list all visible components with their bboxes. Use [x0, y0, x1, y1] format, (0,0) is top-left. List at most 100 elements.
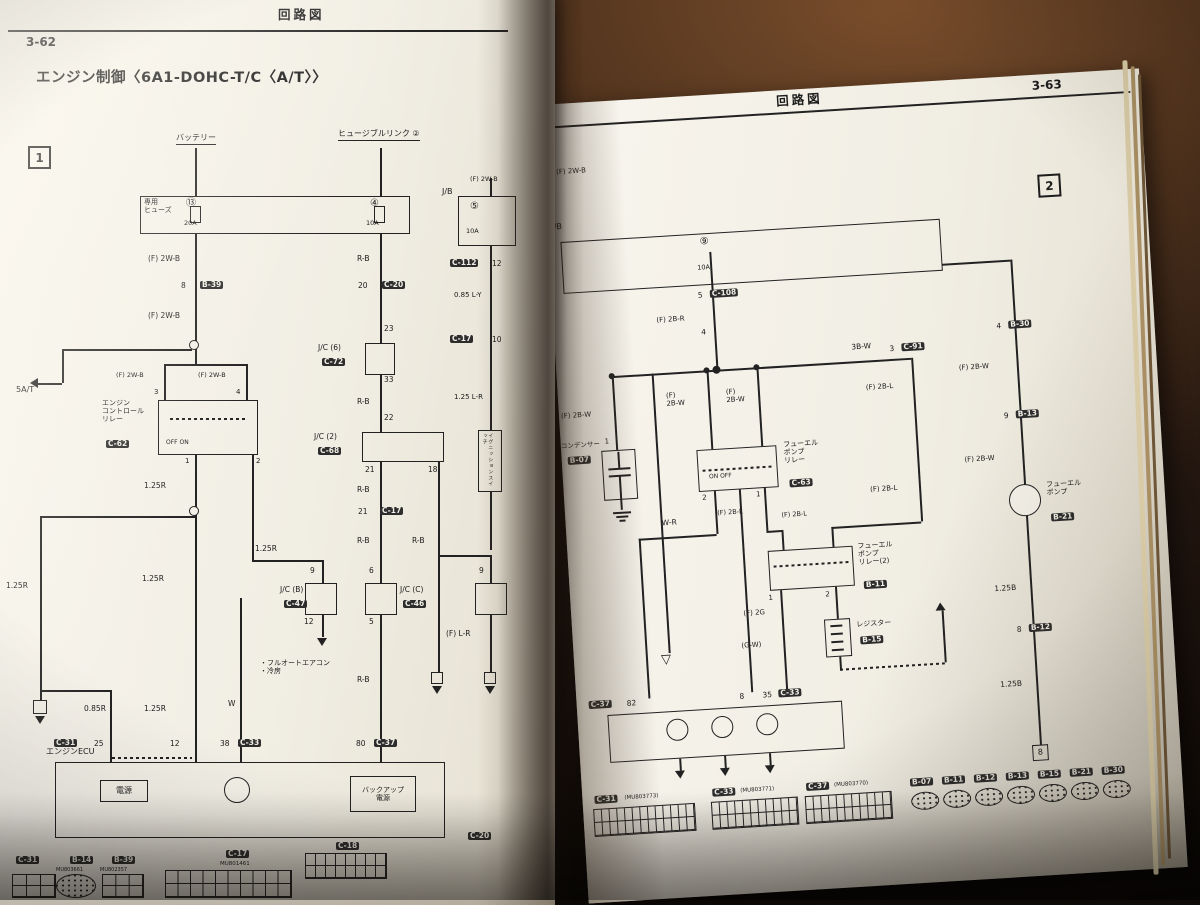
wire	[706, 370, 713, 450]
wire	[763, 487, 768, 531]
wire	[170, 418, 246, 420]
arrow-down-icon	[317, 638, 327, 646]
wire	[611, 357, 912, 378]
connector-oval	[910, 790, 940, 811]
wire-label: (F) 2B-W	[958, 362, 990, 372]
connector-tag: C-31	[594, 794, 618, 805]
wire-label: J/C (6)	[318, 343, 341, 352]
wire	[112, 757, 192, 759]
wire-label: (F) 2B-L	[781, 509, 808, 520]
connector-oval	[1102, 779, 1132, 799]
wire	[246, 364, 248, 400]
wire-label: 9	[479, 566, 484, 575]
arrow-left-icon	[30, 378, 38, 388]
right-page: 回路図 3-63 2 8J/B(F) 2W-B⑨10A5C-108(F) 2B-…	[540, 68, 1188, 904]
wire-label: (MU803773)	[624, 793, 659, 802]
ignition-switch-label: イグニッションスイッチ	[481, 433, 494, 487]
wire-label: 5	[697, 290, 703, 300]
wire	[551, 90, 1131, 129]
connector-pin-grid	[710, 796, 800, 830]
connector-tag: C-31	[54, 738, 78, 748]
connector-tag: C-108	[709, 287, 739, 299]
wire-label: 10	[492, 335, 502, 344]
wire-label: 2	[825, 590, 831, 599]
connector-tag: B-12	[1028, 622, 1053, 633]
arrow-down-icon	[764, 764, 776, 774]
wire-label: (F) 2W-B	[148, 311, 181, 320]
wire	[490, 178, 492, 196]
connector-tag: C-33	[712, 786, 736, 798]
wire	[195, 455, 197, 762]
connector-tag: B-12	[973, 772, 998, 784]
fusible-link-label: ヒュージブルリンク ②	[338, 129, 420, 141]
wire-label: (F) 2B-W	[964, 453, 995, 464]
wire	[724, 755, 727, 768]
transistor	[224, 777, 250, 803]
wire-label: 1.25 L-R	[454, 393, 483, 401]
wire	[756, 367, 763, 447]
wire	[490, 615, 492, 672]
wire-label: 22	[384, 413, 394, 422]
wire	[164, 364, 166, 400]
wire-label: 80	[356, 739, 366, 748]
page-number-left: 3-62	[26, 35, 57, 49]
wire	[769, 753, 772, 766]
connector-tag: C-47	[284, 599, 308, 609]
connector-oval	[974, 787, 1004, 807]
wire-label: 1	[604, 437, 610, 446]
wire-label: J/C (2)	[314, 432, 337, 441]
wire-label: 10A	[466, 227, 479, 235]
ground-terminal	[33, 700, 47, 714]
wire-label: 4	[236, 388, 241, 396]
junction-node	[753, 364, 760, 371]
arrow-down-icon	[485, 686, 495, 694]
fuel-pump-relay-label: フューエル ポンプ リレー	[782, 438, 819, 465]
connector-tag: C-31	[16, 855, 40, 865]
wire	[1010, 259, 1026, 487]
connector-tag: B-39	[200, 280, 224, 290]
wire	[438, 555, 490, 557]
wire	[110, 690, 112, 762]
wire-label: 2	[256, 457, 261, 465]
resistor-label: レジスター	[856, 618, 892, 629]
wire	[40, 516, 42, 692]
wire-label: 3	[154, 388, 159, 396]
wire	[616, 515, 629, 518]
connector-oval	[56, 874, 96, 898]
ground-symbol: ▽	[660, 652, 672, 668]
condenser-box	[601, 448, 639, 501]
wire-label: 2	[702, 493, 707, 502]
connector-tag: C-20	[468, 831, 492, 841]
aircon-note: ・フルオートエアコン ・冷房	[260, 659, 330, 675]
connector-tag: C-72	[322, 357, 346, 367]
wire	[252, 560, 322, 562]
connector-tag: B-15	[1037, 769, 1062, 780]
connector-tag: C-112	[450, 258, 479, 268]
arrow-down-icon	[432, 686, 442, 694]
wire-label: (F) 2B-W	[725, 387, 745, 404]
right-page-diagram: 8J/B(F) 2W-B⑨10A5C-108(F) 2B-R4(F) 2B-W(…	[540, 68, 1188, 903]
wire-label: W-R	[661, 517, 678, 528]
wire	[911, 357, 923, 522]
connector-tag: B-07	[909, 776, 934, 788]
wire-label: 1.25R	[142, 574, 164, 583]
junction-node	[189, 506, 199, 516]
wire	[766, 530, 782, 533]
wire-label: OFF ON	[166, 439, 189, 446]
ecu-box	[55, 762, 445, 838]
connector-oval	[942, 788, 972, 809]
wire-label: 3B-W	[851, 341, 872, 352]
wire-label: ⑬	[186, 198, 196, 209]
backup-power-block: バックアップ 電源	[350, 776, 416, 812]
wire-label: 23	[384, 324, 394, 333]
junction-connector	[305, 583, 337, 615]
connector-pin-grid	[804, 790, 894, 825]
fuel-pump-relay2-box	[767, 545, 855, 591]
wire-label: MU803661	[56, 867, 84, 873]
junction-connector	[365, 343, 395, 375]
connector-tag: B-30	[1101, 765, 1126, 776]
connector-tag: C-17	[450, 334, 474, 344]
fuse-element	[190, 206, 201, 223]
wire-label: 8	[181, 281, 186, 290]
connector-oval	[1070, 781, 1100, 801]
